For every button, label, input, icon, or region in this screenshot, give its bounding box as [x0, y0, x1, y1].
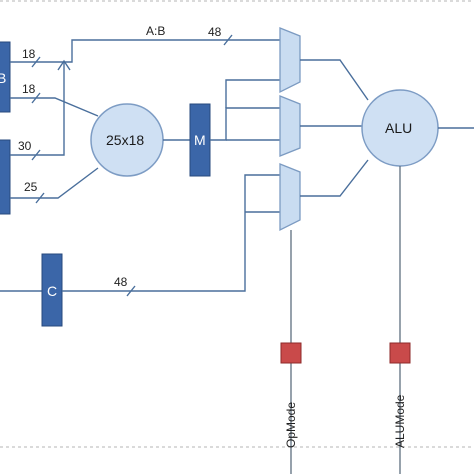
- alumode-register: [389, 342, 411, 364]
- b-register-label: B: [0, 70, 6, 86]
- concat-label: A:B: [146, 24, 165, 38]
- mux-x: [279, 27, 301, 94]
- c-width-tick: [126, 285, 136, 297]
- b-to-concat-wire: [10, 39, 280, 63]
- a-top-width-tick: [31, 149, 41, 161]
- mux-y: [279, 95, 301, 157]
- b-to-mult-wire: [10, 97, 99, 117]
- multiplier-label: 25x18: [106, 132, 144, 148]
- a-to-concat-wire: [10, 62, 65, 156]
- mux-z: [279, 163, 301, 232]
- a-to-mult-wire: [10, 167, 99, 199]
- m-to-mux-y-wire: [225, 79, 280, 108]
- a-mult-width: 25: [24, 180, 38, 194]
- opmode-register: [280, 342, 302, 364]
- concat-width-tick: [223, 34, 233, 46]
- c-to-mux-z-wire: [62, 174, 280, 292]
- b-mult-width: 18: [22, 82, 36, 96]
- c-width: 48: [114, 275, 128, 289]
- mux-z-to-alu: [300, 159, 369, 197]
- a-top-width: 30: [18, 139, 32, 153]
- mux-x-to-alu: [300, 59, 369, 101]
- alumode-label: ALUMode: [393, 394, 407, 448]
- m-register-label: M: [194, 132, 206, 148]
- b-top-width-tick: [31, 56, 41, 68]
- opmode-label: OpMode: [284, 402, 298, 448]
- a-mult-width-tick: [35, 192, 45, 204]
- c-register: [41, 253, 63, 327]
- a-register: [0, 139, 11, 215]
- alu-label: ALU: [385, 120, 412, 136]
- b-mult-width-tick: [31, 92, 41, 104]
- c-register-label: C: [47, 283, 57, 299]
- b-register: [0, 41, 11, 113]
- m-to-mux-x-wire: [210, 107, 280, 141]
- b-top-width: 18: [22, 47, 36, 61]
- concat-width: 48: [208, 25, 222, 39]
- a-to-concat-arrow: [57, 59, 71, 71]
